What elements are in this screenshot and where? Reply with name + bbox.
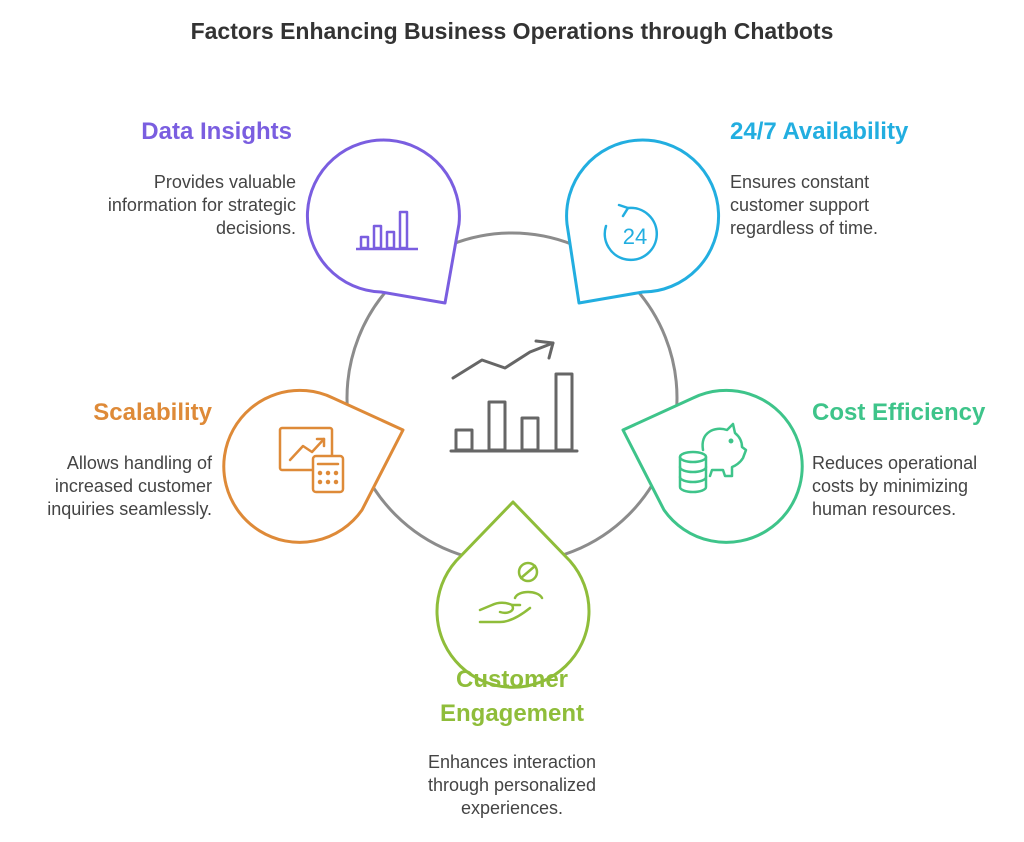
scalability-drop [222, 388, 405, 544]
clock-24-label: 24 [623, 224, 647, 249]
availability-drop: 24 [565, 138, 721, 305]
cost-efficiency-title: Cost Efficiency [812, 399, 986, 426]
customer-engagement-drop [435, 500, 591, 689]
piggy-bank-coins-icon [678, 422, 748, 494]
chart-calculator-icon [278, 426, 345, 494]
growth-chart-icon [449, 339, 579, 453]
availability-title: 24/7 Availability [730, 118, 909, 145]
data-insights-description: Provides valuable information for strate… [107, 172, 296, 238]
page-title: Factors Enhancing Business Operations th… [190, 18, 834, 44]
cost-efficiency-drop [621, 388, 804, 544]
clock-24-icon: 24 [603, 203, 658, 262]
data-insights-title: Data Insights [141, 118, 292, 145]
customer-engagement-description: Enhances interaction through personalize… [427, 752, 597, 818]
data-insights-drop [305, 138, 461, 305]
availability-description: Ensures constant customer support regard… [730, 172, 879, 238]
scalability-title: Scalability [93, 399, 212, 426]
customer-engagement-title: Customer Engagement [439, 666, 585, 727]
scalability-description: Allows handling of increased customer in… [47, 453, 212, 519]
hand-person-icon [478, 561, 544, 624]
bar-chart-icon [356, 210, 418, 251]
cost-efficiency-description: Reduces operational costs by minimizing … [812, 453, 978, 519]
